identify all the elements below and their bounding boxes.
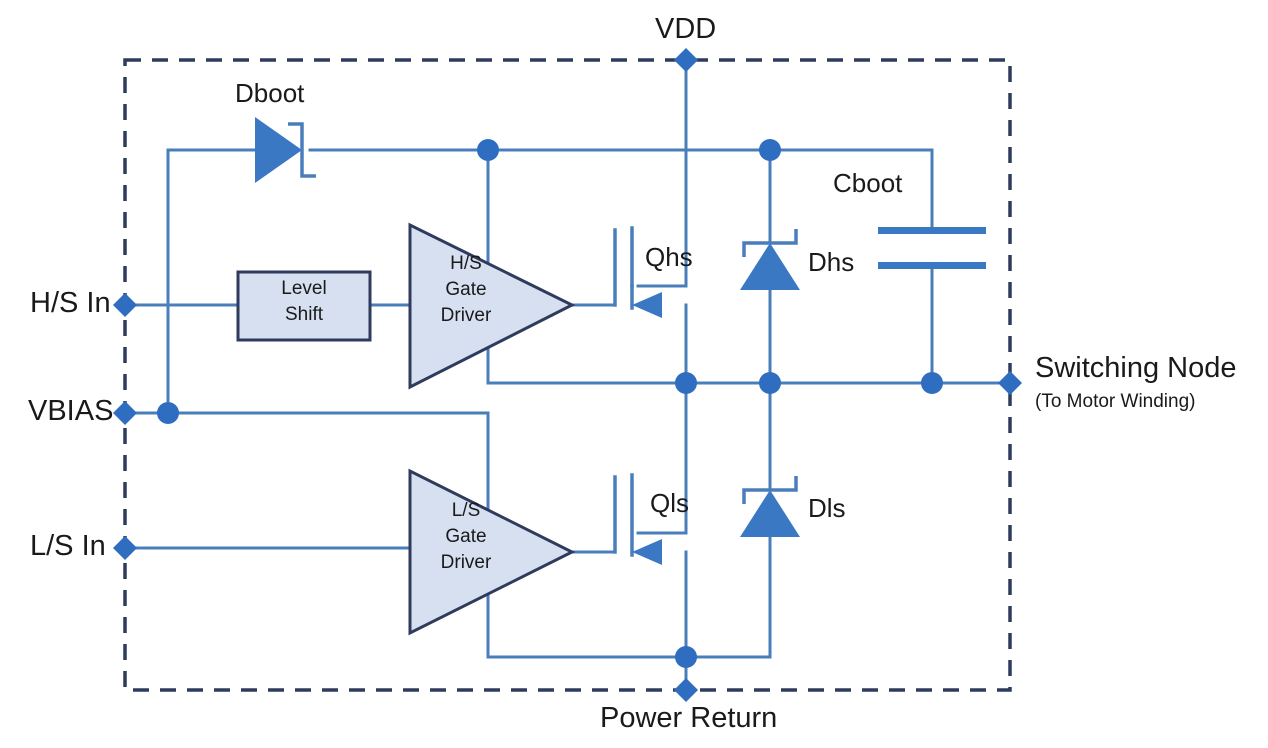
dhs-symbol [740, 229, 800, 290]
dls-symbol [740, 476, 800, 537]
junction-switching-cboot [921, 372, 943, 394]
junction-boot-rail-dhs [759, 139, 781, 161]
level-shift-line2: Shift [284, 304, 324, 325]
ls-driver-line3: Driver [440, 552, 492, 573]
label-switching-node: Switching Node [1035, 352, 1237, 384]
terminal-markers [113, 48, 1022, 702]
qhs-symbol [613, 226, 634, 310]
label-ls-in: L/S In [30, 530, 106, 562]
hs-driver-line2: Gate [445, 279, 487, 300]
label-vdd: VDD [655, 13, 717, 45]
terminal-vdd-marker[interactable] [674, 48, 698, 72]
qls-source-arrow [632, 539, 662, 565]
label-vbias: VBIAS [28, 395, 114, 427]
terminal-lsin-marker[interactable] [113, 536, 137, 560]
label-dhs: Dhs [808, 247, 855, 277]
hs-driver-line3: Driver [440, 305, 492, 326]
junction-boot-rail-left [477, 139, 499, 161]
label-power-return: Power Return [600, 702, 778, 734]
hs-gate-driver-symbol [408, 222, 576, 390]
qls-symbol [613, 473, 634, 557]
junction-power-return [675, 646, 697, 668]
ls-driver-line1: L/S [451, 500, 481, 521]
hs-driver-line1: H/S [450, 253, 482, 274]
label-cboot: Cboot [833, 168, 903, 198]
ls-gate-driver-symbol [408, 468, 576, 636]
terminal-powerreturn-marker[interactable] [674, 678, 698, 702]
label-qhs: Qhs [645, 242, 693, 272]
dboot-symbol [255, 117, 316, 183]
label-dls: Dls [808, 493, 846, 523]
terminal-vbias-marker[interactable] [113, 401, 137, 425]
level-shift-line1: Level [281, 278, 327, 299]
terminal-switching-marker[interactable] [998, 371, 1022, 395]
ls-driver-line2: Gate [445, 526, 487, 547]
label-dboot: Dboot [235, 78, 305, 108]
qhs-source-arrow [632, 292, 662, 318]
junction-vbias [157, 402, 179, 424]
junction-switching-dhs [759, 372, 781, 394]
terminal-hsin-marker[interactable] [113, 293, 137, 317]
label-switching-node-sub: (To Motor Winding) [1035, 391, 1196, 412]
cboot-symbol [878, 227, 986, 269]
label-hs-in: H/S In [30, 287, 111, 319]
label-qls: Qls [650, 488, 689, 518]
junction-dots [157, 139, 943, 668]
level-shift-block [236, 270, 372, 342]
junction-switching-qhs [675, 372, 697, 394]
